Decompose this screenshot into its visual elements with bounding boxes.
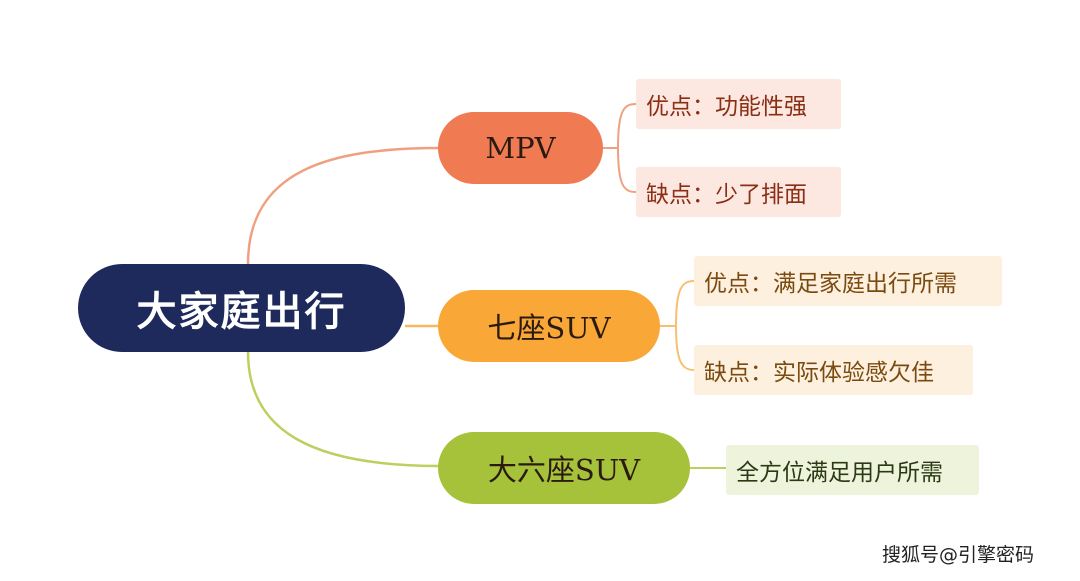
root-node: 大家庭出行 bbox=[78, 264, 405, 352]
link-seven-seat-leaves bbox=[660, 280, 695, 371]
leaf-large-six-seat-summary: 全方位满足用户所需 bbox=[726, 445, 979, 495]
watermark-text: 搜狐号@引擎密码 bbox=[882, 544, 1035, 566]
leaf-mpv-con: 缺点：少了排面 bbox=[636, 167, 841, 217]
link-root-large-six-seat bbox=[246, 351, 441, 468]
branch-large-six-seat-suv: 大六座SUV bbox=[438, 432, 690, 504]
link-mpv-leaves bbox=[603, 103, 637, 193]
branch-seven-seat-suv: 七座SUV bbox=[438, 290, 660, 362]
leaf-seven-seat-con: 缺点：实际体验感欠佳 bbox=[694, 345, 973, 395]
leaf-seven-seat-pro: 优点：满足家庭出行所需 bbox=[694, 256, 1002, 306]
branch-mpv: MPV bbox=[438, 112, 603, 184]
leaf-mpv-pro: 优点：功能性强 bbox=[636, 79, 841, 129]
link-root-mpv bbox=[246, 146, 441, 265]
